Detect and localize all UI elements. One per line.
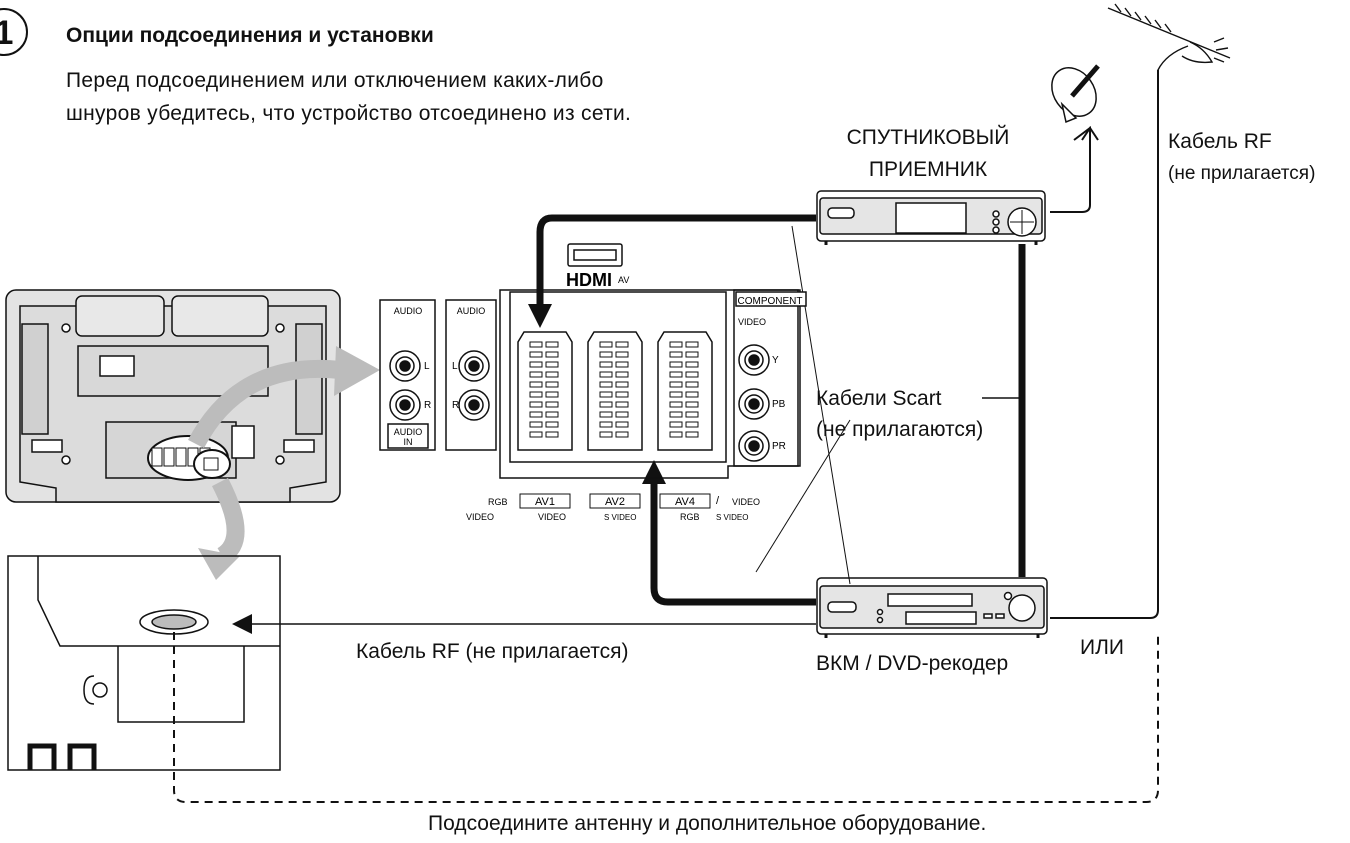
dashed-alt-connection [173,632,1159,803]
rf-cable-top-label: Кабель RF [1168,130,1272,153]
callout-arrow-to-panel [188,360,341,449]
satellite-receiver-device [816,190,1046,245]
satellite-receiver-label: СПУТНИКОВЫЙ ПРИЕМНИК [846,126,1010,181]
scart-cable-av1 [536,214,816,310]
recorder-label: ВКМ / DVD-рекодер [816,652,1009,675]
audio-out-l-label: L [452,361,458,372]
intro-line-1: Перед подсоединением или отключением как… [66,69,604,92]
video-label-right: VIDEO [732,497,760,507]
component-jacks [735,291,807,462]
rf-socket-inset [7,555,281,771]
satellite-dish-icon [1051,64,1100,124]
rf-cable-bottom-label: Кабель RF (не прилагается) [356,640,629,663]
scart-cable-av4 [650,478,816,606]
svideo-label-right: S VIDEO [716,513,748,522]
slash-label: / [716,495,720,507]
svideo-label-mid: S VIDEO [604,513,636,522]
callout-arrow-to-rf [211,477,245,564]
hdmi-av-label: AV [618,275,629,285]
audio-in-box-label: AUDIO [394,427,423,437]
av1-label: AV1 [535,496,555,508]
component-y-label: Y [772,355,779,366]
antenna-icon [1107,3,1231,140]
intro-text: Перед подсоединением или отключением как… [66,64,806,130]
scart-cables-note: (не прилагаются) [816,418,984,441]
av-panel [499,243,801,479]
video-label-left: VIDEO [466,512,494,522]
dish-cable [1050,126,1091,213]
audio-in-top-label: AUDIO [394,306,423,316]
scart-cables-label: Кабели Scart [816,387,942,410]
scart-pins [529,341,699,438]
component-pb-label: PB [772,399,786,410]
rgb-label-right: RGB [680,512,700,522]
audio-in-r-label: R [424,400,431,411]
audio-in-box-label-2: IN [404,437,413,447]
av4-label: AV4 [675,496,695,508]
antenna-downlead [1050,70,1159,619]
component-video-label: VIDEO [738,317,766,327]
audio-out-r-label: R [452,400,459,411]
video-label-mid: VIDEO [538,512,566,522]
component-label: COMPONENT [738,296,803,307]
component-pr-label: PR [772,441,786,452]
audio-out-panel [445,299,497,451]
av2-label: AV2 [605,496,625,508]
footer-caption: Подсоедините антенну и дополнительное об… [428,812,987,835]
or-label: ИЛИ [1080,636,1124,659]
rgb-label: RGB [488,497,508,507]
recorder-device [816,577,1048,638]
section-title: Опции подсоединения и установки [66,24,434,47]
intro-line-2: шнуров убедитесь, что устройство отсоеди… [66,102,632,125]
audio-out-top-label: AUDIO [457,306,486,316]
audio-in-panel [379,299,436,451]
rf-cable-top-note: (не прилагается) [1168,163,1316,184]
hdmi-logo: HDMI [566,270,612,290]
audio-in-l-label: L [424,361,430,372]
tv-rear-view [5,289,341,503]
